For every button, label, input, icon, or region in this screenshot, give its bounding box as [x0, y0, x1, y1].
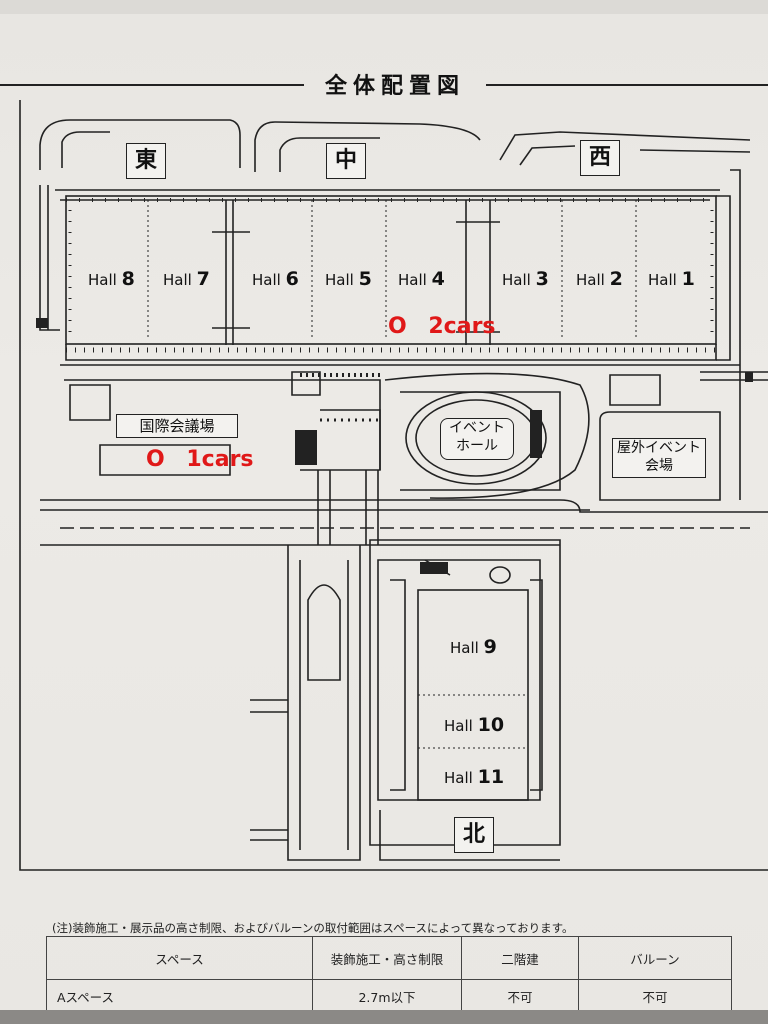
- south-site: [369, 539, 561, 846]
- height-restriction-note: (注)装飾施工・展示品の高さ制限、およびバルーンの取付範囲はスペースによって異な…: [52, 921, 574, 935]
- outdoor-area: [599, 411, 721, 501]
- hall-label-8: Hall 8: [88, 268, 135, 290]
- cell-space: Aスペース: [46, 979, 313, 1014]
- cell-height-limit: 2.7m以下: [312, 979, 462, 1014]
- map-frame: [19, 100, 768, 871]
- marker-label: 1cars: [186, 447, 254, 472]
- road-shape-center: [254, 121, 481, 172]
- table-header-row: スペース 装飾施工・高さ制限 二階建 バルーン: [46, 936, 732, 980]
- road-shape-east: [39, 119, 241, 170]
- outdoor-event-label-line2: 会場: [645, 458, 673, 474]
- hall-label-4: Hall 4: [398, 268, 445, 290]
- parking-marker-hall4: O 2cars: [388, 314, 496, 339]
- outdoor-event-label: 屋外イベント 会場: [612, 438, 706, 478]
- stair-block: [295, 430, 317, 465]
- screen-top-edge: [0, 0, 768, 14]
- marker-circle: O: [146, 447, 165, 472]
- hall-label-5: Hall 5: [325, 268, 372, 290]
- south-spine: [287, 545, 361, 861]
- hall-label-6: Hall 6: [252, 268, 299, 290]
- hall-row-block: [65, 195, 717, 345]
- small-building: [69, 384, 111, 421]
- hall-label-11: Hall 11: [444, 766, 505, 788]
- header-height-limit: 装飾施工・高さ制限: [312, 936, 462, 980]
- header-balloon: バルーン: [578, 936, 732, 980]
- conference-center-label: 国際会議場: [116, 414, 238, 438]
- outdoor-event-label-line1: 屋外イベント: [617, 440, 701, 456]
- hall-label-2: Hall 2: [576, 268, 623, 290]
- hall-label-3: Hall 3: [502, 268, 549, 290]
- table-row: Aスペース 2.7m以下 不可 不可: [46, 979, 732, 1014]
- space-spec-table: スペース 装飾施工・高さ制限 二階建 バルーン Aスペース 2.7m以下 不可 …: [46, 936, 732, 1014]
- marker-label: 2cars: [428, 314, 496, 339]
- title-bar: 全体配置図: [0, 68, 768, 99]
- conference-building: [99, 444, 231, 476]
- cell-two-story: 不可: [461, 979, 579, 1014]
- event-hall-label-line1: イベント: [449, 420, 505, 436]
- zone-label-north: 北: [454, 817, 494, 853]
- marker-circle: O: [388, 314, 407, 339]
- hall-label-10: Hall 10: [444, 714, 505, 736]
- title-rule-left: [0, 84, 304, 86]
- header-space: スペース: [46, 936, 313, 980]
- map-title: 全体配置図: [324, 74, 465, 99]
- title-rule-right: [486, 84, 768, 86]
- zone-label-east: 東: [126, 143, 166, 179]
- hall-label-1: Hall 1: [648, 268, 695, 290]
- hall-label-9: Hall 9: [450, 636, 497, 658]
- parking-marker-conference: O 1cars: [146, 447, 254, 472]
- screen-bottom-edge: [0, 1010, 768, 1024]
- zone-label-center: 中: [326, 143, 366, 179]
- event-hall-label: イベント ホール: [440, 418, 514, 460]
- hall-label-7: Hall 7: [163, 268, 210, 290]
- event-hall-label-line2: ホール: [456, 438, 498, 454]
- zone-label-west: 西: [580, 140, 620, 176]
- cell-balloon: 不可: [578, 979, 732, 1014]
- road-shape-west: [499, 131, 751, 161]
- header-two-story: 二階建: [461, 936, 579, 980]
